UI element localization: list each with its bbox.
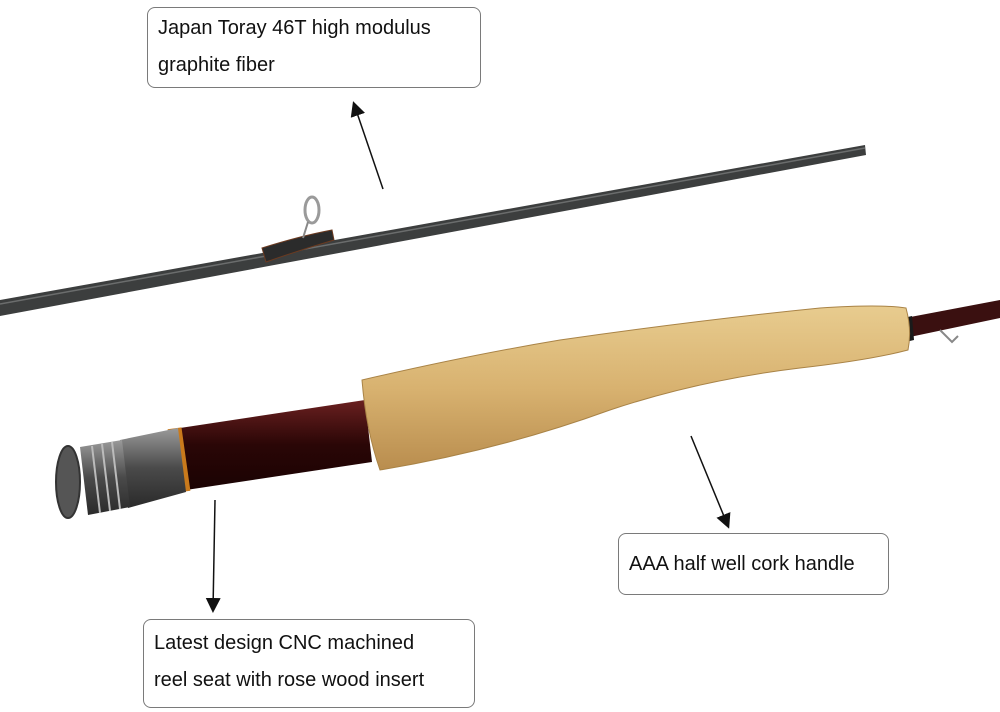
callout-line: graphite fiber <box>158 54 275 76</box>
cork-handle <box>361 305 911 471</box>
callout-cork-handle: AAA half well cork handle <box>618 533 889 595</box>
reel-seat-insert <box>180 400 372 490</box>
callout-graphite-fiber: Japan Toray 46T high modulus graphite fi… <box>147 7 481 88</box>
rod-tip-section <box>0 145 866 316</box>
rod-butt-section <box>55 300 1000 519</box>
reel-seat-metal <box>55 428 186 519</box>
arrow-graphite <box>350 101 384 190</box>
arrow-reel-seat <box>205 499 221 613</box>
callout-line: Japan Toray 46T high modulus <box>158 17 431 39</box>
line-guide-ring <box>303 195 321 225</box>
callout-reel-seat: Latest design CNC machined reel seat wit… <box>143 619 475 708</box>
callout-line: Latest design CNC machined <box>154 632 415 654</box>
arrow-cork <box>690 435 731 529</box>
callout-line: AAA half well cork handle <box>629 553 855 575</box>
callout-line: reel seat with rose wood insert <box>154 669 425 691</box>
